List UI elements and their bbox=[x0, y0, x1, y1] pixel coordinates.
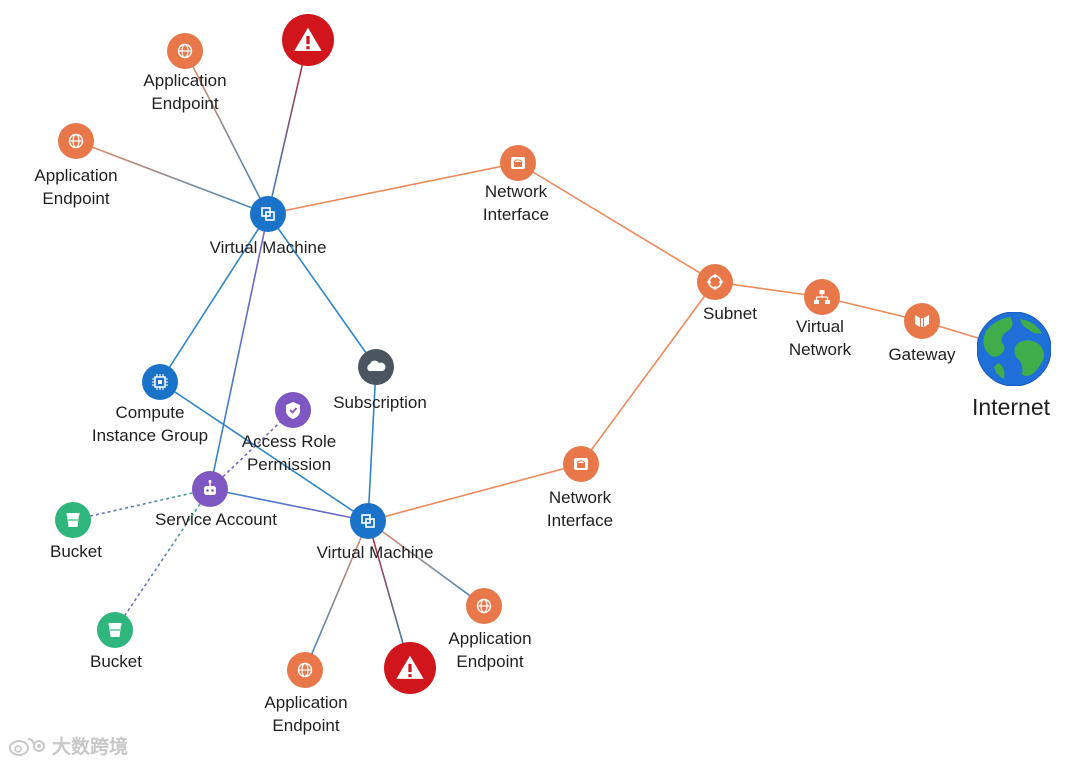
node-label-subnet: Subnet bbox=[703, 302, 757, 325]
edge-vm1-ae1 bbox=[184, 50, 269, 215]
node-label-line: Application bbox=[34, 166, 118, 185]
node-label-line: Virtual Machine bbox=[316, 543, 434, 562]
subnet-icon[interactable] bbox=[697, 264, 733, 300]
alert-icon[interactable] bbox=[384, 642, 436, 694]
node-label-sub: Subscription bbox=[333, 391, 427, 414]
vm-icon[interactable] bbox=[250, 196, 286, 232]
service-account-icon[interactable] bbox=[192, 471, 228, 507]
edge-sa-bucket2 bbox=[114, 488, 211, 631]
app-endpoint-icon[interactable] bbox=[58, 123, 94, 159]
network-interface-icon[interactable] bbox=[500, 145, 536, 181]
edge-vm2-ae4 bbox=[304, 520, 369, 671]
compute-instance-group-icon[interactable] bbox=[142, 364, 178, 400]
node-label-line: Subnet bbox=[703, 304, 757, 323]
node-label-line: Instance Group bbox=[91, 426, 209, 445]
edge-vm1-ae2 bbox=[75, 140, 269, 215]
node-label-gateway: Gateway bbox=[888, 343, 955, 366]
node-label-line: Application bbox=[448, 629, 532, 648]
node-label-line: Subscription bbox=[333, 393, 427, 412]
weibo-logo-icon bbox=[9, 737, 45, 756]
node-label-line: Virtual Machine bbox=[209, 238, 327, 257]
node-label-line: Endpoint bbox=[42, 189, 110, 208]
node-label-line: Bucket bbox=[50, 542, 102, 561]
edge-vm1-sub bbox=[267, 213, 377, 368]
node-label-line: Compute bbox=[115, 403, 185, 422]
alert-icon[interactable] bbox=[282, 14, 334, 66]
edge-ni2-vm2 bbox=[367, 463, 582, 522]
edge-vm1-ni1 bbox=[267, 162, 519, 215]
node-label-line: Virtual bbox=[796, 317, 844, 336]
node-label-line: Network bbox=[484, 182, 548, 201]
edge-cig-vm2 bbox=[159, 381, 369, 522]
node-label-bucket2: Bucket bbox=[90, 650, 142, 673]
access-role-permission-icon[interactable] bbox=[275, 392, 311, 428]
edge-sa-vm2 bbox=[209, 488, 369, 522]
node-label-line: Bucket bbox=[90, 652, 142, 671]
watermark-text: 大数跨境 bbox=[52, 737, 129, 758]
virtual-network-icon[interactable] bbox=[804, 279, 840, 315]
watermark: 大数跨境 bbox=[8, 732, 128, 759]
app-endpoint-icon[interactable] bbox=[167, 33, 203, 69]
node-label-line: Gateway bbox=[888, 345, 956, 364]
edge-vm1-alert1 bbox=[267, 39, 309, 215]
edge-vm1-cig bbox=[159, 213, 269, 383]
node-label-line: Endpoint bbox=[272, 716, 340, 735]
node-label-vm1: Virtual Machine bbox=[210, 236, 327, 259]
edge-sub-vm2 bbox=[367, 366, 377, 522]
node-label-line: Interface bbox=[482, 205, 550, 224]
subscription-icon[interactable] bbox=[358, 349, 394, 385]
app-endpoint-icon[interactable] bbox=[466, 588, 502, 624]
edge-ni1-subnet bbox=[517, 162, 716, 283]
node-label-line: Endpoint bbox=[151, 94, 219, 113]
node-label-line: Service Account bbox=[155, 510, 277, 529]
app-endpoint-icon[interactable] bbox=[287, 652, 323, 688]
edge-vm1-sa bbox=[209, 213, 269, 490]
node-label-line: Application bbox=[143, 71, 227, 90]
vm-icon[interactable] bbox=[350, 503, 386, 539]
node-label-sa: Service Account bbox=[155, 508, 277, 531]
edge-vm2-ae3 bbox=[367, 520, 485, 607]
node-label-bucket1: Bucket bbox=[50, 540, 102, 563]
node-label-line: Endpoint bbox=[456, 652, 524, 671]
bucket-icon[interactable] bbox=[97, 612, 133, 648]
node-label-line: Interface bbox=[546, 511, 614, 530]
node-label-line: Permission bbox=[246, 455, 332, 474]
network-interface-icon[interactable] bbox=[563, 446, 599, 482]
node-label-line: Network bbox=[788, 340, 852, 359]
node-label-line: Application bbox=[264, 693, 348, 712]
node-label-internet: Internet bbox=[972, 393, 1050, 421]
gateway-icon[interactable] bbox=[904, 303, 940, 339]
edge-subnet-ni2 bbox=[580, 281, 716, 465]
node-label-line: Network bbox=[548, 488, 612, 507]
node-label-vm2: Virtual Machine bbox=[317, 541, 434, 564]
node-label-line: Access Role bbox=[241, 432, 337, 451]
internet-icon[interactable] bbox=[977, 312, 1051, 386]
bucket-icon[interactable] bbox=[55, 502, 91, 538]
node-label-line: Internet bbox=[972, 394, 1050, 420]
edge-sa-arp bbox=[209, 409, 294, 490]
